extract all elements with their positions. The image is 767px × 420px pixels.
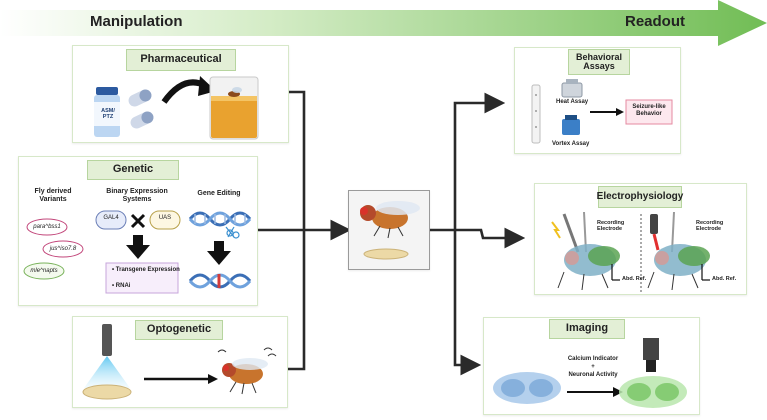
behavioral-illustration	[531, 79, 673, 144]
right-abd-ref: Abd. Ref.	[712, 276, 737, 282]
variant-jus: jus^iso7.8	[49, 246, 77, 252]
pharmaceutical-illustration	[94, 76, 259, 140]
optogenetic-title: Optogenetic	[135, 320, 223, 340]
imaging-caption-2: Neuronal Activity	[568, 372, 618, 378]
fly-variant-ovals	[23, 218, 84, 280]
left-abd-ref: Abd. Ref.	[622, 276, 647, 282]
output-transgene-text: Transgene Expression	[115, 267, 180, 273]
gene-editing-heading: Gene Editing	[197, 190, 241, 197]
imaging-title: Imaging	[549, 319, 625, 339]
imaging-caption-1: Calcium Indicator	[567, 356, 619, 362]
electrophysiology-title: Electrophysiology	[597, 186, 683, 208]
dna-editing-illustration	[188, 211, 252, 289]
imaging-illustration	[493, 338, 687, 408]
right-recording-electrode: Recording Electrode	[696, 220, 724, 233]
fly-variants-heading: Fly derived Variants	[34, 188, 72, 203]
variant-para: para^bss1	[33, 224, 61, 230]
left-recording-electrode: Recording Electrode	[597, 220, 625, 233]
electrophysiology-illustration	[551, 211, 710, 292]
variant-mle: mle^napts	[30, 268, 58, 274]
output-transgene: • Transgene Expression	[112, 267, 180, 273]
seizure-result-label: Seizure-like Behavior	[632, 104, 666, 117]
binary-heading: Binary Expression Systems	[106, 188, 168, 203]
center-fly-illustration	[360, 201, 420, 260]
manipulation-heading: Manipulation	[90, 13, 183, 30]
heat-assay-label: Heat Assay	[556, 99, 589, 105]
vortex-assay-label: Vortex Assay	[552, 141, 590, 147]
pharmaceutical-title: Pharmaceutical	[126, 49, 236, 71]
uas-label: UAS	[158, 215, 172, 221]
vial-label: ASM/ PTZ	[101, 108, 115, 121]
optogenetic-illustration	[82, 324, 277, 400]
genetic-title: Genetic	[87, 160, 179, 180]
imaging-caption-plus: +	[591, 364, 595, 370]
behavioral-title: Behavioral Assays	[568, 49, 630, 75]
binary-system-diagram	[95, 210, 181, 294]
output-rnai: • RNAi	[112, 283, 131, 289]
gal4-label: GAL4	[103, 215, 119, 221]
readout-heading: Readout	[625, 13, 685, 30]
output-rnai-text: RNAi	[115, 283, 131, 289]
